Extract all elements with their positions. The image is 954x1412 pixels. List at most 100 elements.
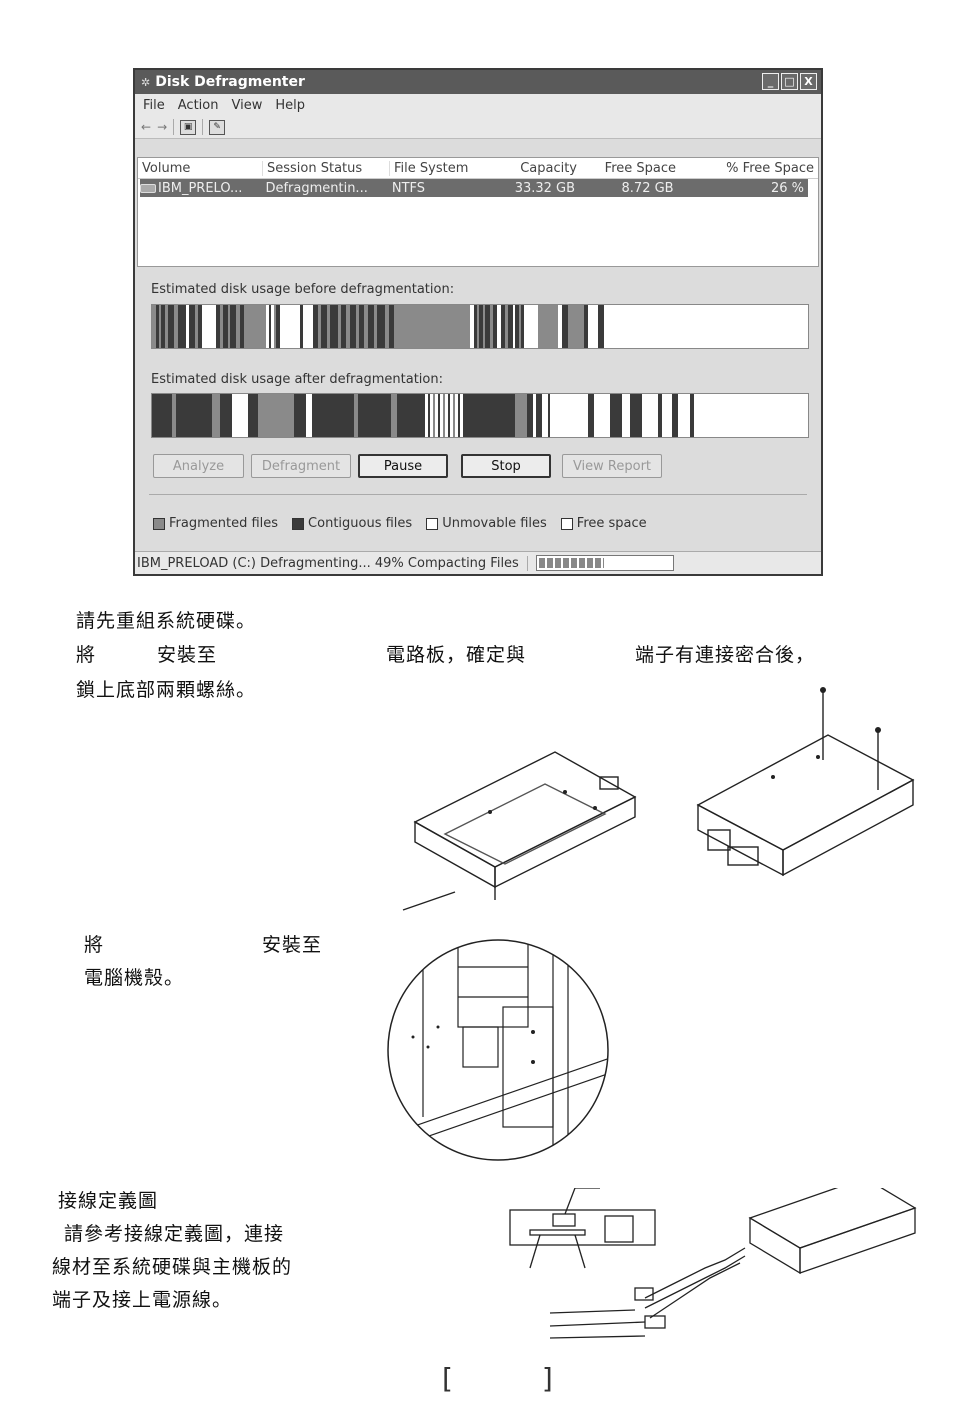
cluster-block bbox=[400, 305, 470, 348]
cluster-block bbox=[672, 394, 678, 437]
toolbar-separator bbox=[173, 119, 175, 135]
cluster-block bbox=[485, 305, 490, 348]
cluster-block bbox=[678, 394, 690, 437]
cluster-block bbox=[445, 394, 448, 437]
cluster-block bbox=[463, 394, 465, 437]
close-button[interactable]: X bbox=[800, 73, 817, 90]
maximize-button[interactable]: □ bbox=[781, 73, 798, 90]
cluster-block bbox=[548, 394, 550, 437]
instruction-line-2c: 電路板，確定與 bbox=[386, 644, 527, 666]
minimize-button[interactable]: _ bbox=[762, 73, 779, 90]
cluster-block bbox=[443, 394, 445, 437]
pct-free: 26 % bbox=[770, 180, 804, 196]
capacity: 33.32 GB bbox=[514, 180, 576, 196]
col-session-status[interactable]: Session Status bbox=[262, 160, 389, 176]
cluster-block bbox=[430, 394, 433, 437]
cluster-block bbox=[474, 305, 477, 348]
legend-unmovable-label: Unmovable files bbox=[442, 516, 547, 531]
menu-view[interactable]: View bbox=[231, 97, 263, 113]
legend-contiguous: Contiguous files bbox=[292, 516, 412, 531]
cluster-block bbox=[266, 305, 269, 348]
cluster-block bbox=[271, 305, 274, 348]
stop-button[interactable]: Stop bbox=[461, 454, 551, 478]
window-title: Disk Defragmenter bbox=[155, 74, 305, 90]
volume-row[interactable]: IBM_PRELO... Defragmentin... NTFS 33.32 … bbox=[140, 179, 808, 197]
cluster-block bbox=[521, 305, 524, 348]
cluster-block bbox=[425, 394, 428, 437]
before-usage-bar bbox=[151, 304, 809, 349]
cluster-block bbox=[533, 394, 536, 437]
cluster-block bbox=[438, 394, 440, 437]
analyze-button[interactable]: Analyze bbox=[153, 454, 244, 478]
menu-help[interactable]: Help bbox=[275, 97, 305, 113]
properties-icon[interactable]: ✎ bbox=[209, 119, 226, 135]
cluster-block bbox=[358, 394, 361, 437]
defrag-app-icon: ✲ bbox=[141, 75, 151, 89]
col-file-system[interactable]: File System bbox=[389, 160, 495, 176]
cluster-block bbox=[270, 394, 294, 437]
view-report-button[interactable]: View Report bbox=[562, 454, 662, 478]
cluster-block bbox=[306, 394, 312, 437]
title-bar: ✲ Disk Defragmenter _ □ X bbox=[135, 70, 821, 94]
console-icon[interactable]: ▣ bbox=[180, 119, 197, 135]
cluster-block bbox=[152, 305, 156, 348]
cluster-block bbox=[368, 305, 374, 348]
unmovable-swatch bbox=[426, 517, 439, 530]
after-usage-bar bbox=[151, 393, 809, 438]
contiguous-swatch bbox=[292, 517, 305, 530]
cluster-block bbox=[172, 394, 176, 437]
cluster-block bbox=[223, 305, 228, 348]
cluster-block bbox=[428, 394, 430, 437]
cluster-block bbox=[483, 305, 485, 348]
col-free-space[interactable]: Free Space bbox=[604, 160, 676, 176]
volume-name: IBM_PRELO... bbox=[158, 180, 243, 196]
col-capacity[interactable]: Capacity bbox=[520, 160, 577, 176]
cluster-block bbox=[159, 305, 161, 348]
cluster-block bbox=[477, 305, 479, 348]
cluster-block bbox=[397, 394, 425, 437]
cluster-block bbox=[161, 305, 165, 348]
back-arrow-icon[interactable]: ← bbox=[141, 120, 152, 134]
cluster-block bbox=[658, 394, 662, 437]
instruction-line-3: 鎖上底部兩顆螺絲。 bbox=[76, 679, 257, 701]
cluster-block bbox=[385, 305, 389, 348]
menu-action[interactable]: Action bbox=[177, 97, 219, 113]
legend-free: Free space bbox=[560, 516, 647, 531]
cluster-block bbox=[168, 305, 174, 348]
cluster-block bbox=[391, 394, 397, 437]
cluster-block bbox=[642, 394, 658, 437]
cluster-block bbox=[455, 394, 458, 437]
cluster-block bbox=[228, 305, 230, 348]
instruction-line-2d: 端子有連接密合後， bbox=[635, 644, 816, 666]
enclosure-drive-insert-illustration bbox=[402, 751, 637, 911]
pause-button[interactable]: Pause bbox=[358, 454, 448, 478]
cluster-block bbox=[354, 394, 358, 437]
volume-list: Volume Session Status File System Capaci… bbox=[137, 157, 819, 267]
legend-free-label: Free space bbox=[576, 516, 647, 531]
step-line-b: 安裝至 bbox=[262, 934, 323, 956]
chassis-install-illustration bbox=[387, 939, 609, 1161]
instruction-line-2a: 將 bbox=[76, 644, 97, 666]
status-bar: IBM_PRELOAD (C:) Defragmenting... 49% Co… bbox=[135, 551, 821, 574]
divider bbox=[149, 494, 807, 495]
cluster-block bbox=[350, 305, 356, 348]
wiring-diagram-illustration bbox=[509, 1188, 917, 1339]
col-pct-free[interactable]: % Free Space bbox=[726, 160, 814, 176]
cluster-block bbox=[497, 305, 501, 348]
defragment-button[interactable]: Defragment bbox=[251, 454, 351, 478]
free-swatch bbox=[560, 517, 573, 530]
cluster-block bbox=[359, 305, 364, 348]
col-volume[interactable]: Volume bbox=[142, 160, 191, 176]
forward-arrow-icon[interactable]: → bbox=[157, 120, 168, 134]
cluster-block bbox=[515, 394, 527, 437]
cluster-block bbox=[389, 305, 394, 348]
cluster-block bbox=[630, 394, 642, 437]
cluster-block bbox=[356, 305, 359, 348]
cluster-block bbox=[536, 394, 542, 437]
cluster-block bbox=[313, 305, 318, 348]
menu-file[interactable]: File bbox=[143, 97, 165, 113]
cluster-block bbox=[694, 394, 710, 437]
cluster-block bbox=[338, 305, 341, 348]
cluster-block bbox=[176, 394, 212, 437]
instruction-line-2b: 安裝至 bbox=[157, 644, 218, 666]
